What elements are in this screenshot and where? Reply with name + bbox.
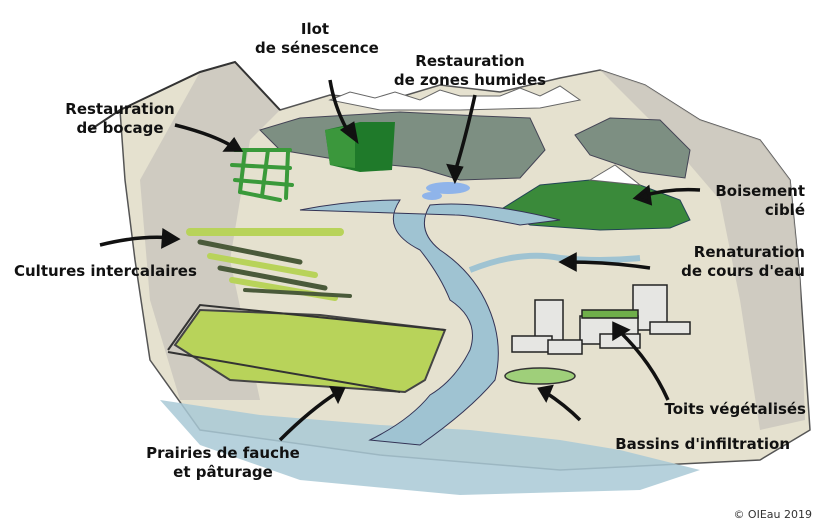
label-bocage: Restauration de bocage xyxy=(55,100,185,138)
label-prairies-line1: Prairies de fauche xyxy=(146,444,300,462)
label-cultures-line1: Cultures intercalaires xyxy=(14,262,197,280)
label-renaturation-line2: de cours d'eau xyxy=(681,262,805,280)
prairie-fence-bottom xyxy=(167,351,401,393)
prairie-field xyxy=(173,308,447,394)
label-bassins: Bassins d'infiltration xyxy=(580,435,790,454)
label-ilot-line2: de sénescence xyxy=(255,39,379,57)
label-ilot-senescence: Ilot de sénescence xyxy=(255,20,379,58)
prairie-fence-top xyxy=(167,303,446,351)
infiltration-basin xyxy=(504,367,576,385)
wetland-pond xyxy=(426,182,470,194)
copyright-credit: © OIEau 2019 xyxy=(733,508,812,521)
label-prairies: Prairies de fauche et pâturage xyxy=(138,444,308,482)
label-boisement-line2: ciblé xyxy=(764,201,805,219)
buildings xyxy=(511,284,691,355)
renatured-stream xyxy=(468,252,641,273)
label-renaturation: Renaturation de cours d'eau xyxy=(630,243,805,281)
label-prairies-line2: et pâturage xyxy=(173,463,273,481)
mountain-shade-right xyxy=(600,70,805,430)
label-boisement-line1: Boisement xyxy=(715,182,805,200)
label-toits-line1: Toits végétalisés xyxy=(664,400,806,418)
bocage-hedges xyxy=(230,148,294,202)
label-bocage-line2: de bocage xyxy=(76,119,164,137)
mountain-outline xyxy=(89,60,281,131)
label-zones-humides-line2: de zones humides xyxy=(393,71,547,89)
label-bocage-line1: Restauration xyxy=(65,100,175,118)
ilot-senescence-patch-light xyxy=(325,125,355,168)
label-zones-humides-line1: Restauration xyxy=(415,52,525,70)
arrows xyxy=(99,79,701,442)
cultures-rows xyxy=(186,228,352,301)
label-bassins-line1: Bassins d'infiltration xyxy=(615,435,790,453)
label-zones-humides: Restauration de zones humides xyxy=(385,52,555,90)
label-cultures: Cultures intercalaires xyxy=(14,262,224,281)
label-ilot-line1: Ilot xyxy=(300,20,330,38)
label-toits: Toits végétalisés xyxy=(628,400,806,419)
river xyxy=(299,199,561,446)
forest-right xyxy=(574,117,691,179)
boisement-snow xyxy=(588,164,642,186)
label-renaturation-line1: Renaturation xyxy=(693,243,805,261)
wetland-pond-2 xyxy=(422,192,442,200)
snow-peaks xyxy=(328,85,582,111)
label-boisement: Boisement ciblé xyxy=(690,182,805,220)
